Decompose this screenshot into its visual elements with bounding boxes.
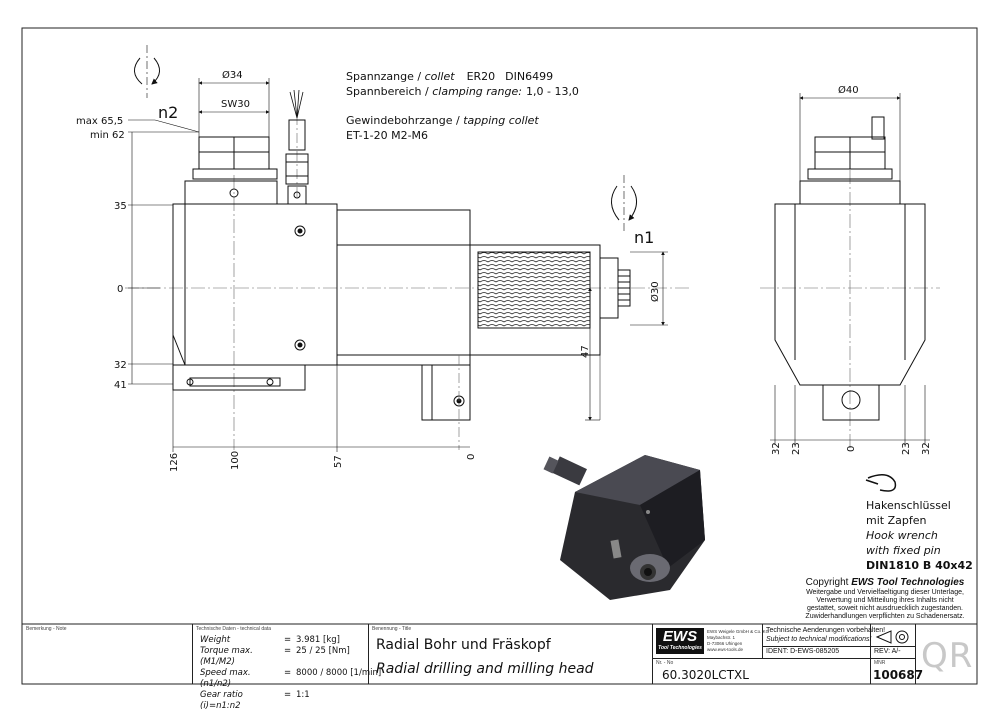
svg-text:SW30: SW30: [221, 99, 250, 110]
svg-text:32: 32: [771, 442, 782, 455]
title-block: Bemerkung - Note Technische Daten - tech…: [22, 624, 977, 711]
copyright-notice: Copyright EWS Tool Technologies Weiterga…: [805, 577, 965, 620]
svg-text:Spannbereich / clamping range:: Spannbereich / clamping range:1,0 - 13,0: [346, 85, 579, 98]
front-view: [760, 116, 940, 450]
svg-text:n2: n2: [158, 103, 178, 122]
change-note-de: Technische Aenderungen vorbehalten!: [766, 627, 886, 634]
svg-text:57: 57: [333, 455, 344, 468]
svg-text:min 62: min 62: [90, 130, 125, 141]
product-3d-illustration: [543, 455, 705, 600]
sheet-frame: [21, 27, 978, 685]
svg-text:0: 0: [466, 454, 477, 460]
projection-symbol-icon: [875, 630, 909, 644]
svg-text:Ø40: Ø40: [838, 84, 859, 96]
mnr-label: MNR: [874, 660, 886, 666]
company-address: EWS Weigele GmbH & Co. KG Maybachstr. 1 …: [707, 629, 770, 652]
part-number: 60.3020LCTXL: [662, 668, 749, 682]
rotation-symbol-n2: [134, 45, 160, 98]
svg-text:35: 35: [114, 201, 127, 212]
qr-placeholder: QR: [921, 636, 974, 676]
title-label: Benennung - Title: [372, 626, 412, 632]
tech-data-table: Weight=3.981 [kg] Torque max.(M1/M2)=25 …: [200, 635, 382, 711]
hook-wrench-icon: [865, 474, 897, 492]
svg-text:Ø30: Ø30: [649, 281, 661, 302]
svg-text:0: 0: [846, 446, 857, 452]
svg-text:41: 41: [114, 380, 127, 391]
note-label: Bemerkung - Note: [26, 626, 67, 632]
title-en: Radial drilling and milling head: [376, 661, 594, 677]
ews-logo: EWS Tool Technologies: [656, 628, 704, 654]
svg-text:32: 32: [114, 360, 127, 371]
ident: IDENT: D-EWS-085205: [766, 648, 840, 655]
title-de: Radial Bohr und Fräskopf: [376, 637, 551, 653]
revision: REV: A/-: [874, 648, 901, 655]
dimension-labels: Ø34 SW30 max 65,5 min 62 n2 n1 35 0 32 4…: [76, 69, 932, 472]
side-view: [125, 89, 690, 450]
svg-text:ET-1-20 M2-M6: ET-1-20 M2-M6: [346, 129, 428, 142]
svg-text:0: 0: [117, 284, 123, 295]
change-note-en: Subject to technical modifications!: [766, 636, 872, 643]
mnr-number: 100687: [873, 668, 924, 682]
rotation-symbol-n1: [611, 175, 637, 232]
svg-text:max 65,5: max 65,5: [76, 116, 123, 127]
svg-text:100: 100: [230, 451, 241, 470]
svg-text:23: 23: [791, 442, 802, 455]
svg-text:126: 126: [169, 453, 180, 472]
svg-text:32: 32: [921, 442, 932, 455]
svg-text:Gewindebohrzange / tapping col: Gewindebohrzange / tapping collet: [346, 114, 539, 127]
svg-text:47: 47: [580, 345, 591, 358]
svg-text:n1: n1: [634, 228, 654, 247]
svg-text:23: 23: [901, 442, 912, 455]
accessory-note: Hakenschlüssel mit Zapfen Hook wrench wi…: [866, 499, 973, 572]
tech-label: Technische Daten - technical data: [196, 626, 272, 632]
nr-label: Nr. - No: [656, 660, 674, 666]
svg-text:Ø34: Ø34: [222, 69, 243, 81]
